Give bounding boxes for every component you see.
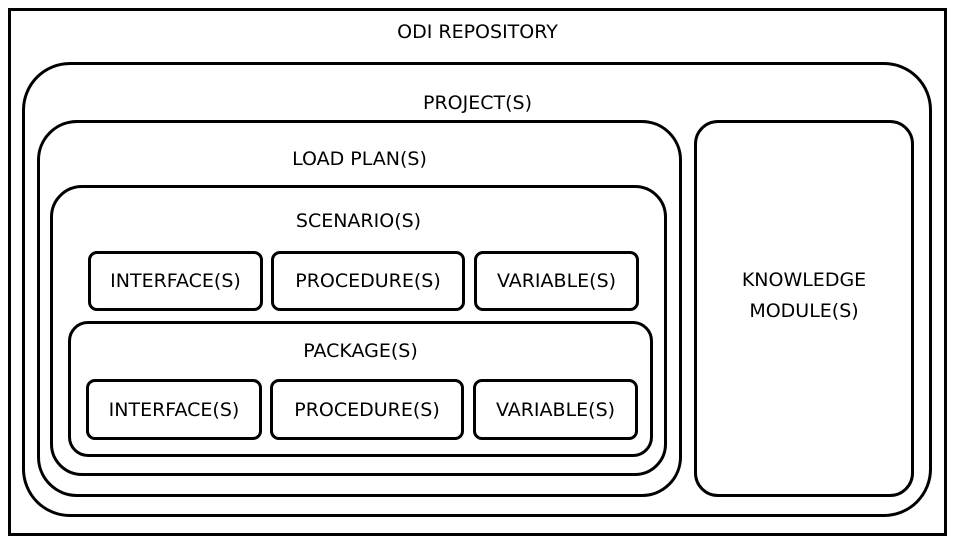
odi-repository-title: ODI REPOSITORY [397,21,558,43]
package-variable-box: VARIABLE(S) [473,379,638,440]
package-interface-box: INTERFACE(S) [86,379,262,440]
knowledge-module-line1: KNOWLEDGE [741,269,867,291]
package-title: PACKAGE(S) [303,340,418,362]
project-title: PROJECT(S) [423,92,532,114]
load-plan-title: LOAD PLAN(S) [292,148,427,170]
knowledge-module-line2: MODULE(S) [749,300,859,322]
scenario-variable-box: VARIABLE(S) [474,251,639,311]
scenario-procedure-box: PROCEDURE(S) [271,251,465,311]
scenario-title: SCENARIO(S) [295,210,422,232]
package-procedure-box: PROCEDURE(S) [270,379,464,440]
scenario-interface-box: INTERFACE(S) [88,251,263,311]
knowledge-module-box [694,120,914,497]
